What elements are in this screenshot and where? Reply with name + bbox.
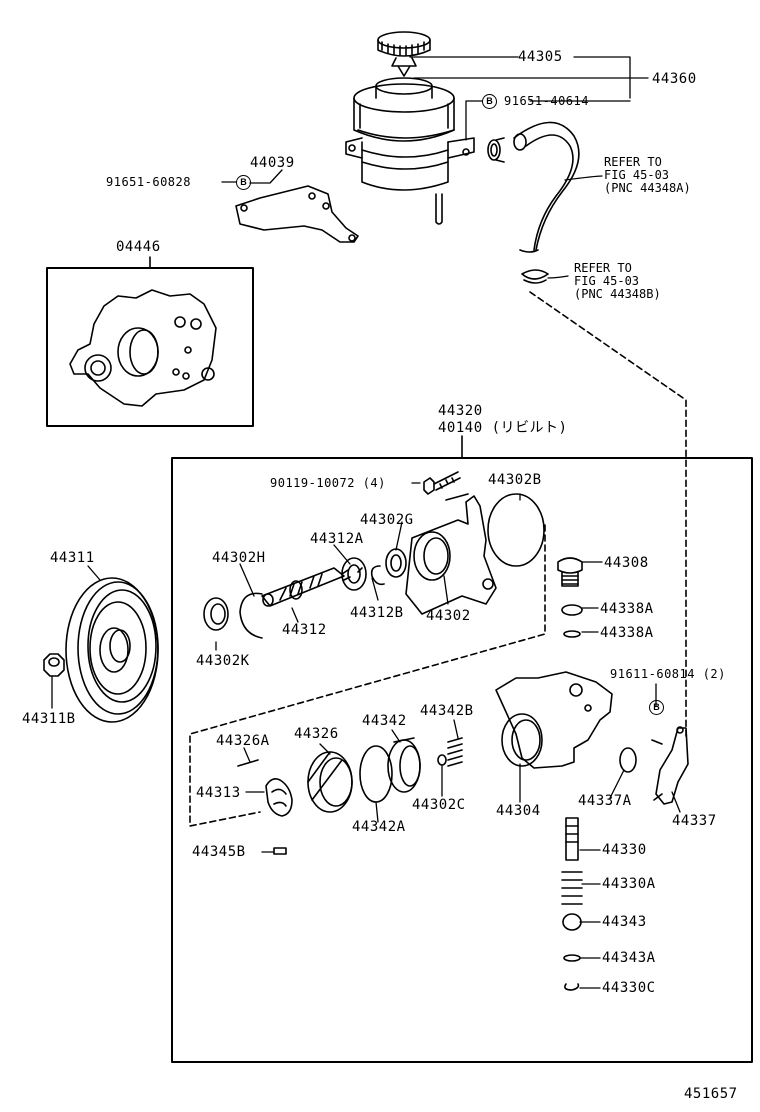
seal-44302G-drawing [385,548,407,578]
spring-44342B-drawing [447,737,463,767]
dashed-leader-b [529,291,687,737]
clip-44330C-drawing [564,983,580,991]
pulley-nut-drawing [43,653,65,677]
reservoir-cap-drawing [377,31,431,77]
rear-housing-drawing [495,671,613,769]
part-label-44305: 44305 [518,49,563,65]
suction-hose-drawing [513,121,580,253]
part-label-90119-10072: 90119-10072 (4) [270,476,386,490]
part-label-91651-60828: 91651-60828 [106,175,191,189]
part-label-44343: 44343 [602,914,647,930]
part-label-44337A: 44337A [578,793,632,809]
bracket-drawing [235,185,359,243]
vane-drawing [273,847,287,855]
part-label-44326A: 44326A [216,733,270,749]
part-label-44330A: 44330A [602,876,656,892]
part-label-44338A-2: 44338A [600,625,654,641]
gasket-44338A-1-drawing [561,604,583,616]
part-label-44311: 44311 [50,550,95,566]
spring-44330A-drawing [561,871,583,905]
snap-ring-drawing [239,592,263,639]
part-label-44313: 44313 [196,785,241,801]
reference-1-line1: REFER TO [604,155,662,169]
part-label-40140: 40140 (リビルト) [438,420,568,436]
part-label-44312: 44312 [282,622,327,638]
union-bolt-drawing [557,557,583,587]
reference-note-2: REFER TO FIG 45-03 (PNC 44348B) [574,262,661,301]
part-label-44311B: 44311B [22,711,76,727]
part-label-44302: 44302 [426,608,471,624]
part-label-44312A: 44312A [310,531,364,547]
flow-valve-drawing [565,817,579,861]
reference-2-line1: REFER TO [574,261,632,275]
o-ring-44343A-drawing [563,954,581,962]
shaft-drawing [261,567,345,607]
pulley-drawing [65,577,159,723]
part-label-44302K: 44302K [196,653,250,669]
part-label-44345B: 44345B [192,844,246,860]
diagram-id: 451657 [684,1086,738,1102]
reference-note-1: REFER TO FIG 45-03 (PNC 44348A) [604,156,691,195]
lower-hose-clip-drawing [521,269,549,284]
dashed-leader-a [189,524,546,827]
assembly-frame [171,457,753,1063]
hose-clip-drawing [487,137,505,163]
pin-drawing [237,759,259,767]
part-label-04446: 04446 [116,239,161,255]
part-label-44342A: 44342A [352,819,406,835]
o-ring-44337A-drawing [619,747,637,773]
part-label-44302C: 44302C [412,797,466,813]
part-label-91611-60814: 91611-60814 (2) [610,667,726,681]
reference-2-line2: FIG 45-03 [574,274,640,288]
part-label-44330: 44330 [602,842,647,858]
part-label-44360: 44360 [652,71,697,87]
side-plate-drawing [387,737,421,793]
part-label-44302H: 44302H [212,550,266,566]
bearing-drawing [341,557,367,591]
plug-44343-drawing [562,913,582,931]
bolt-marker-3: B [649,700,664,715]
bolt-drawing [423,471,461,495]
rotor-drawing [265,778,293,817]
part-label-44338A-1: 44338A [600,601,654,617]
part-label-44342: 44342 [362,713,407,729]
gasket-44338A-2-drawing [563,630,581,638]
part-label-44343A: 44343A [602,950,656,966]
bolt-marker-1: B [482,94,497,109]
part-label-44320: 44320 [438,403,483,419]
part-label-91651-40614: 91651-40614 [504,94,589,108]
part-label-44326: 44326 [294,726,339,742]
part-label-44342B: 44342B [420,703,474,719]
bolt-marker-2: B [236,175,251,190]
reservoir-tank-drawing [345,77,475,225]
o-ring-44342A-drawing [359,745,393,803]
part-label-44302B: 44302B [488,472,542,488]
part-label-44304: 44304 [496,803,541,819]
union-44337-drawing [651,726,689,805]
gasket-kit-drawing [69,289,217,407]
reference-1-line2: FIG 45-03 [604,168,670,182]
front-housing-drawing [405,493,497,615]
oil-seal-drawing [203,597,229,631]
part-label-44302G: 44302G [360,512,414,528]
part-label-44039: 44039 [250,155,295,171]
reference-1-line3: (PNC 44348A) [604,181,691,195]
leader-lines [51,56,681,989]
part-label-44330C: 44330C [602,980,656,996]
retaining-ring-drawing [370,565,385,586]
part-label-44312B: 44312B [350,605,404,621]
o-ring-44302C-drawing [437,754,447,766]
part-label-44337: 44337 [672,813,717,829]
reference-2-line3: (PNC 44348B) [574,287,661,301]
o-ring-44302B-drawing [487,493,545,567]
part-label-44308: 44308 [604,555,649,571]
cam-ring-drawing [307,751,353,813]
